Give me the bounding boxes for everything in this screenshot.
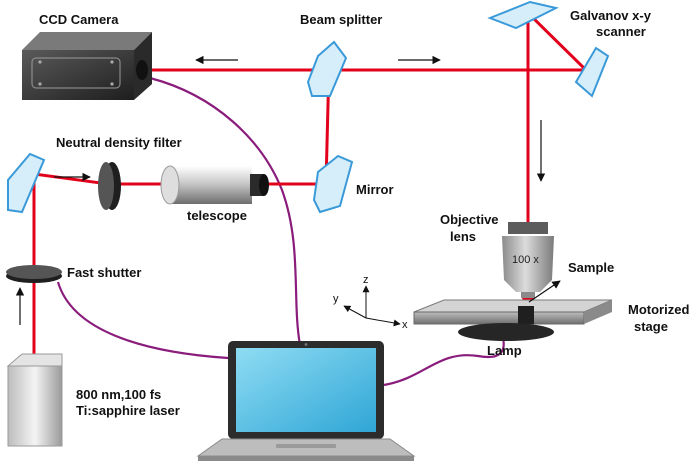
label-galvanov-line1: Galvanov x-y <box>570 8 652 23</box>
label-telescope: telescope <box>187 208 247 223</box>
coordinate-axes <box>343 285 401 327</box>
axis-label-y: y <box>333 293 339 305</box>
label-lamp: Lamp <box>487 343 522 358</box>
label-ccd-camera: CCD Camera <box>39 12 119 27</box>
axis-label-z: z <box>363 274 369 286</box>
beam-direction-arrows <box>15 55 546 325</box>
beam-splitter <box>306 40 348 97</box>
label-sample: Sample <box>568 260 614 275</box>
label-objective-line1: Objective <box>440 212 499 227</box>
label-fast-shutter: Fast shutter <box>67 265 141 280</box>
label-nd-filter: Neutral density filter <box>56 135 182 150</box>
objective-lens <box>502 222 554 310</box>
ti-sapphire-laser <box>6 353 63 447</box>
lamp <box>458 323 554 341</box>
label-galvanov-line2: scanner <box>596 24 646 39</box>
label-laser-line1: 800 nm,100 fs <box>76 387 161 402</box>
label-motorized-line2: stage <box>634 319 668 334</box>
label-magnification: 100 x <box>512 254 539 266</box>
label-motorized-line1: Motorized <box>628 302 689 317</box>
fast-shutter <box>6 265 62 283</box>
label-laser-line2: Ti:sapphire laser <box>76 403 180 418</box>
sample <box>518 280 561 324</box>
laptop <box>196 341 416 461</box>
label-objective-line2: lens <box>450 229 476 244</box>
label-beam-splitter: Beam splitter <box>300 12 382 27</box>
galvanov-scanner <box>487 0 610 98</box>
telescope <box>160 165 269 205</box>
cables <box>56 76 505 387</box>
motorized-stage <box>413 299 613 325</box>
steering-mirror <box>7 152 46 214</box>
lamp-cable <box>383 337 505 387</box>
axis-label-x: x <box>402 319 408 331</box>
laser-beam-path <box>32 10 589 358</box>
mirror <box>312 154 354 214</box>
ccd-camera <box>22 32 152 100</box>
label-mirror: Mirror <box>356 182 394 197</box>
neutral-density-filter <box>98 162 121 210</box>
shutter-cable <box>56 281 229 360</box>
camera-cable <box>149 76 302 346</box>
